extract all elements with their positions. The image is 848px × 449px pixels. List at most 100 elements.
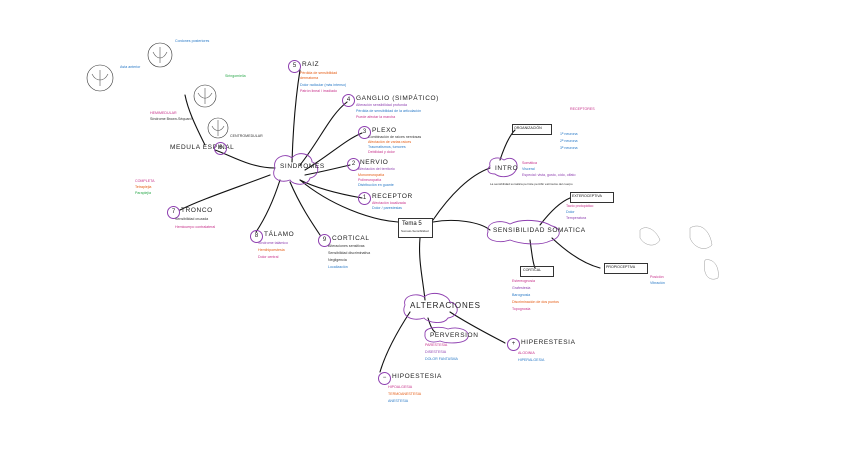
nervio-title: NERVIO (360, 159, 389, 166)
cortical-s-4: Discriminación de dos puntos (512, 300, 559, 304)
neurona-3: 3ª neurona (560, 146, 578, 150)
sensibilidad-label: SENSIBILIDAD SOMATICA (493, 227, 586, 234)
hipo-3: ANESTESIA (388, 399, 409, 403)
plexo-line-2: Afectación de varias raíces (368, 140, 412, 144)
propio-1: Posición (650, 275, 664, 279)
nervio-line-3: Polineuropatía (358, 178, 382, 182)
perversion-2: DISESTESIA (425, 350, 447, 354)
plexo-line-1: Combinación de raíces nerviosas (368, 135, 422, 139)
cortical-box (520, 266, 554, 277)
cortical-number: 9 (318, 234, 331, 247)
cortical-label: CORTICAL (523, 268, 542, 272)
raiz-number: 5 (288, 60, 301, 73)
cloud-sindromes (273, 153, 319, 185)
medula-completa-2: Paraplejia (135, 191, 151, 195)
cortical-line-1: Alteraciones sensitivas (328, 244, 365, 248)
nervio-number: 2 (347, 158, 360, 171)
cortical-line-4: Localización (328, 265, 348, 269)
nervio-line-2: Mononeuropatía (358, 173, 385, 177)
ganglio-line-1: Alteración sensibilidad profunda (356, 103, 407, 107)
spinal-section-2 (147, 42, 173, 68)
hiper-2: HIPERALGESIA (518, 358, 545, 362)
medula-label: MEDULA ESPINAL (170, 144, 235, 151)
extero-1: Tacto protopático (566, 204, 594, 208)
branch-center-sindromes (299, 179, 399, 223)
medula-completa-1: Tetraplejia (135, 185, 152, 189)
cortical-line-3: Negligencia (328, 258, 347, 262)
hipo-2: TERMOANESTESIA (388, 392, 422, 396)
hipo-1: HIPOALGESIA (388, 385, 413, 389)
medula-completa: COMPLETA (135, 179, 155, 183)
organizacion-label: ORGANIZACIÓN (514, 126, 542, 130)
receptor-number: 1 (358, 192, 371, 205)
raiz-line-2: dermatoma (300, 76, 319, 80)
medula-hemimedular: HEMIMEDULAR (150, 111, 177, 115)
branch-medula-anatomia (184, 94, 206, 146)
cloud-sensibilidad (486, 219, 560, 245)
propioceptiva-box (604, 263, 648, 274)
intro-especial: Especial: vista, gusto, oído, olfato (522, 173, 576, 177)
alteraciones-label: ALTERACIONES (410, 301, 481, 310)
center-title-box (398, 218, 433, 238)
branch-sindromes-cortical (289, 181, 321, 236)
receptores-label: RECEPTORES (570, 107, 595, 111)
talamo-line-3: Dolor central (258, 255, 279, 259)
talamo-line-2: Hemihipoestesia (258, 248, 285, 252)
branch-sindromes-talamo (255, 179, 281, 233)
propio-2: Vibración (650, 281, 665, 285)
spinal-section-4 (207, 117, 229, 139)
medula-anterior: Asta anterior (120, 65, 141, 69)
raiz-line-1: Pérdida de sensibilidad (300, 71, 338, 75)
ganglio-title: GANGLIO (SIMPÁTICO) (356, 95, 439, 102)
hiper-label: HIPERESTESIA (521, 339, 576, 346)
hiper-1: ALODINIA (518, 351, 535, 355)
sindromes-label: SINDROMES (280, 163, 325, 170)
cloud-perversion (424, 326, 469, 344)
nervio-line-4: Distribución en guante (358, 183, 394, 187)
tronco-line-2: Hemicuerpo contralateral (175, 225, 216, 229)
branch-center-sensibilidad (432, 219, 491, 231)
medula-siringo: Siringomielia (225, 74, 246, 78)
tronco-number: 7 (167, 206, 180, 219)
branch-alter-hipo (379, 311, 411, 373)
cortical-line-2: Sensibilidad discriminativa (328, 251, 371, 255)
hipo-minus: − (378, 372, 391, 385)
spinal-section-1 (86, 64, 114, 92)
intro-label: INTRO (495, 165, 519, 172)
cortical-s-5: Topognosia (512, 307, 531, 311)
intro-somatica: Somática (522, 161, 537, 165)
nervio-line-1: Afectación del territorio (358, 167, 395, 171)
exteroceptiva-box (570, 192, 614, 203)
receptor-title: RECEPTOR (372, 193, 413, 200)
talamo-number: 8 (250, 230, 263, 243)
intro-defn: La sensibilidad somática permite percibi… (490, 182, 573, 186)
medula-centromedular: CENTROMEDULAR (230, 134, 263, 138)
plexo-title: PLEXO (372, 127, 397, 134)
receptor-line-2: Dolor / parestesias (372, 206, 402, 210)
plexo-line-4: Debilidad y dolor (368, 150, 395, 154)
talamo-line-1: Síndrome talámico (258, 241, 288, 245)
raiz-line-3: Dolor radicular (más intenso) (300, 83, 347, 87)
branch-sindromes-receptor (299, 179, 363, 199)
branch-sindromes-tronco (179, 174, 271, 211)
plexo-number: 3 (358, 126, 371, 139)
propioceptiva-label: PROPIOCEPTIVA (606, 265, 636, 269)
branch-sindromes-ganglio (299, 101, 348, 166)
raiz-line-4: Patrón lineal / irradiado (300, 89, 337, 93)
exteroceptiva-label: EXTEROCEPTIVA (572, 194, 602, 198)
branch-sindromes-plexo (304, 132, 363, 171)
plexo-line-3: Traumatismos, tumores (368, 145, 406, 149)
ganglio-line-2: Pérdida de sensibilidad de la articulaci… (356, 109, 422, 113)
perversion-1: PARESTESIA (425, 343, 448, 347)
cloud-alteraciones (403, 292, 458, 323)
cortical-s-1: Estereognosia (512, 279, 535, 283)
medula-hemimedular-1: Síndrome Brown-Séquard (150, 117, 192, 121)
branch-intro-organizacion (499, 129, 516, 161)
center-title: Tema 5 (402, 221, 422, 227)
branch-alter-perversion (427, 317, 436, 333)
tronco-line-1: Sensibilidad cruzada (175, 217, 209, 221)
medula-posterior: Cordones posteriores (175, 39, 210, 43)
receptor-line-1: Afectación localizada (372, 201, 406, 205)
hipo-label: HIPOESTESIA (392, 373, 442, 380)
